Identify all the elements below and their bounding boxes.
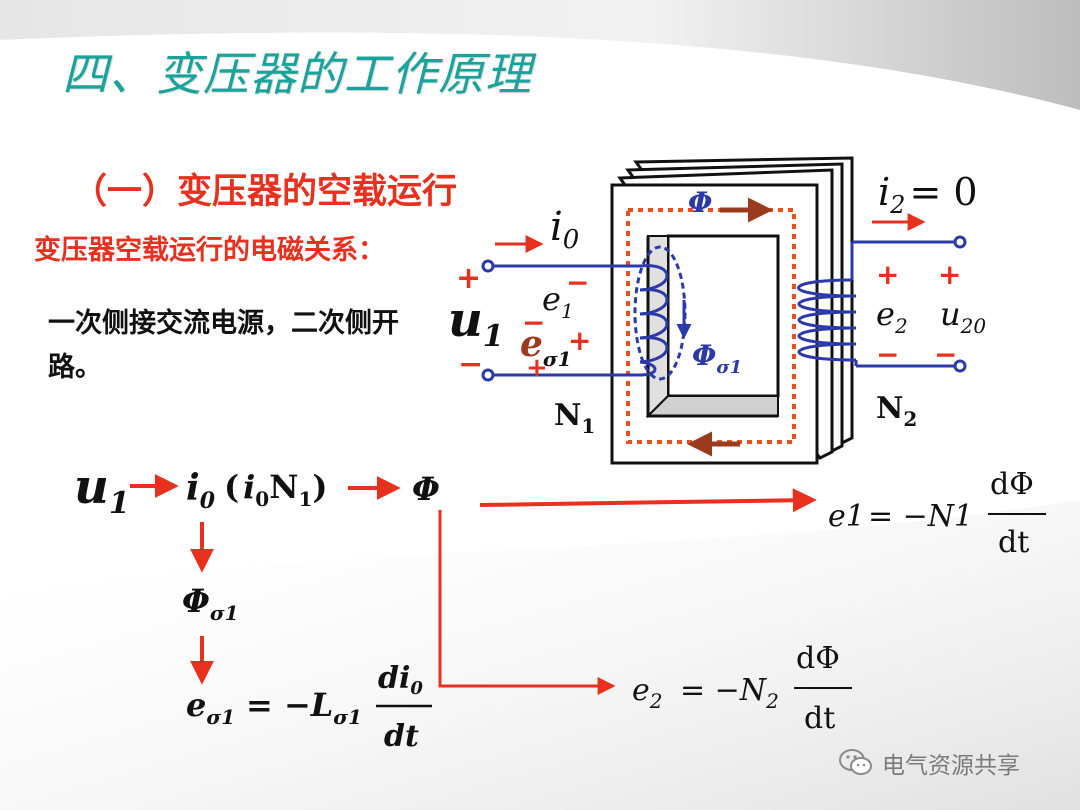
svg-text:dΦ: dΦ — [796, 641, 840, 676]
secondary-terminal-bottom — [953, 359, 967, 373]
e1-minus: − — [566, 266, 589, 299]
equation-e1: e1 = −N1 dΦ dt — [828, 467, 1046, 560]
page-title: 四、变压器的工作原理 — [62, 47, 532, 101]
flow-i0: i0 — [186, 467, 216, 514]
secondary-terminal-top — [953, 235, 967, 249]
u20-label: u20 — [940, 295, 986, 338]
flow-phi: Φ — [412, 470, 440, 508]
i2-label: i2= 0 — [878, 170, 978, 219]
svg-text:di0: di0 — [378, 661, 423, 699]
flow-u1: u1 — [74, 459, 130, 521]
secondary-winding — [797, 240, 958, 368]
svg-text:dt: dt — [384, 719, 419, 754]
watermark-text: 电气资源共享 — [882, 753, 1020, 779]
phi-label: Φ — [688, 186, 712, 219]
primary-winding — [490, 264, 669, 377]
description-text: 一次侧接交流电源，二次侧开路。 — [48, 308, 399, 383]
em-relation-label: 变压器空载运行的电磁关系： — [34, 235, 385, 266]
i0-label: i0 — [550, 204, 579, 255]
u20-minus: − — [934, 338, 957, 371]
u1-plus: + — [456, 261, 481, 296]
svg-text:dt: dt — [998, 525, 1029, 560]
u1-label: u1 — [448, 292, 504, 354]
u1-minus: − — [458, 347, 483, 382]
svg-text:dΦ: dΦ — [990, 467, 1034, 502]
svg-text:= −N1: = −N1 — [868, 499, 973, 534]
flow-i0n1: (i0N1) — [224, 468, 328, 511]
transformer-core — [610, 156, 854, 465]
svg-text:e2: e2 — [632, 673, 663, 713]
primary-terminal-top — [481, 259, 495, 273]
flow-line-phi-e2 — [438, 510, 616, 695]
e-sigma1-label: eσ1 — [520, 323, 572, 371]
watermark: 电气资源共享 — [838, 746, 1020, 780]
es1-minus: − — [522, 306, 545, 339]
flow-arrow-phi-e1 — [479, 488, 817, 513]
flow-phi-sigma1: Φσ1 — [182, 582, 239, 625]
svg-text:eσ1: eσ1 — [186, 686, 235, 729]
u20-plus: + — [938, 258, 961, 291]
phi-sigma1-label: Φσ1 — [692, 339, 742, 378]
e1-plus: + — [568, 324, 591, 357]
equation-e2: e2 = −N2 dΦ dt — [632, 641, 852, 736]
n2-label: N2 — [876, 391, 917, 431]
svg-text:e1: e1 — [828, 499, 865, 534]
e2-label: e2 — [876, 295, 908, 338]
e2-minus: − — [876, 338, 899, 371]
es1-plus: + — [526, 353, 548, 383]
n1-label: N1 — [554, 398, 595, 438]
wechat-icon — [839, 749, 872, 775]
equation-e-sigma1: eσ1 = −Lσ1 di0 dt — [186, 661, 432, 754]
section-subtitle: （一）变压器的空载运行 — [72, 172, 458, 212]
svg-text:dt: dt — [804, 701, 835, 736]
e2-plus: + — [876, 258, 899, 291]
svg-text:= −Lσ1: = −Lσ1 — [246, 686, 362, 729]
primary-terminal-bottom — [481, 368, 495, 382]
svg-text:= −N2: = −N2 — [680, 673, 779, 713]
e1-label: e1 — [542, 280, 574, 323]
